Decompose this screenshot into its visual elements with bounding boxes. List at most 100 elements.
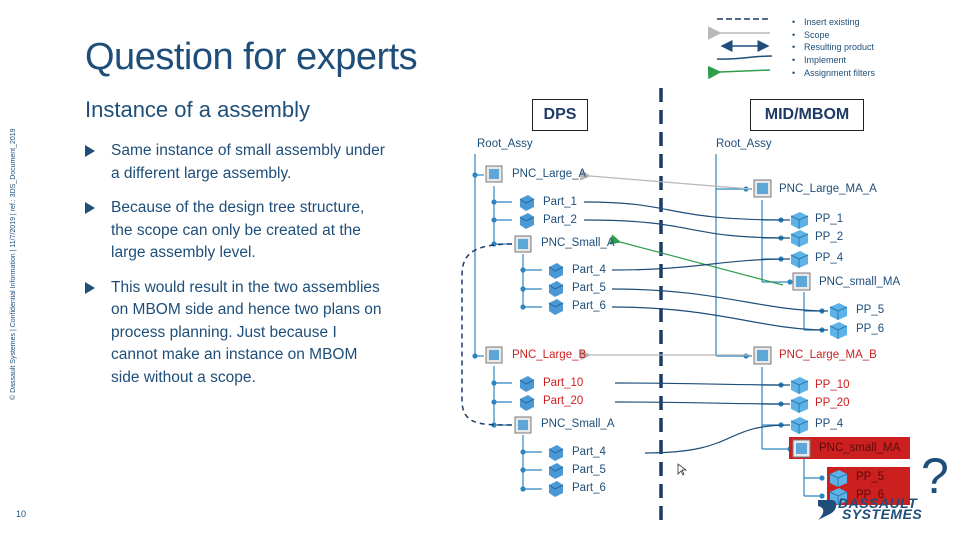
mbom-node-small-ma[interactable]: PNC_small_MA: [819, 442, 901, 454]
dps-node-small-a[interactable]: PNC_Small_A: [541, 418, 615, 430]
tree-dot: [819, 475, 825, 481]
mbom-node-pp-6[interactable]: PP_6: [856, 489, 885, 501]
dassault-logo-text: DASSAULT SYSTEMES: [816, 495, 922, 521]
part-icon: [548, 481, 564, 497]
process-part-icon: [790, 396, 809, 413]
mbom-node-large-ma-b[interactable]: PNC_Large_MA_B: [779, 349, 877, 361]
implement-link: [644, 424, 791, 454]
mbom-node-pp-10[interactable]: PP_10: [815, 379, 850, 391]
implement-link: [614, 382, 791, 386]
slide-subtitle: Instance of a assembly: [85, 97, 311, 122]
dps-tree-dots: [472, 172, 526, 492]
dps-node-large-b[interactable]: PNC_Large_B: [512, 349, 587, 361]
dps-header: DPS: [532, 99, 588, 131]
bullet-item: Because of the design tree structure, th…: [85, 197, 385, 265]
dps-icons: [485, 165, 564, 497]
logo-line: DASSAULT: [838, 495, 918, 511]
assignment-filter-arrow: [609, 234, 784, 286]
bullet-item: This would result in the two assemblies …: [85, 277, 385, 390]
bullet-text: Same instance of small assembly under a …: [111, 142, 385, 182]
process-part-icon: [829, 322, 848, 339]
part-icon: [548, 299, 564, 315]
dps-node-part-5[interactable]: Part_5: [572, 282, 606, 294]
implement-link: [611, 306, 829, 331]
part-icon: [548, 445, 564, 461]
tree-dot: [520, 467, 526, 473]
tree-dot: [520, 267, 526, 273]
page-number: 10: [16, 509, 27, 519]
dps-node-small-a[interactable]: PNC_Small_A: [541, 237, 615, 249]
dps-node-part-4[interactable]: Part_4: [572, 446, 606, 458]
legend-item: Scope: [792, 29, 875, 42]
dps-node-part-6[interactable]: Part_6: [572, 300, 606, 312]
bullet-item: Same instance of small assembly under a …: [85, 140, 385, 185]
assembly-icon: [753, 179, 772, 198]
implement-links: [583, 201, 829, 454]
assembly-icon: [792, 439, 811, 458]
mbom-node-pp-5[interactable]: PP_5: [856, 304, 885, 316]
process-part-icon: [829, 303, 848, 320]
mouse-cursor-icon: [677, 463, 688, 476]
assembly-icon: [514, 416, 532, 434]
implement-link: [611, 258, 791, 271]
tree-dot: [787, 279, 793, 285]
dps-node-large-a[interactable]: PNC_Large_A: [512, 168, 587, 180]
process-part-icon: [829, 470, 848, 487]
tree-dot: [472, 353, 478, 359]
assembly-icon: [753, 346, 772, 365]
bullet-arrow-icon: [85, 202, 95, 214]
implement-link: [583, 201, 791, 221]
bullet-arrow-icon: [85, 145, 95, 157]
mbom-root-label: Root_Assy: [716, 138, 772, 150]
mbom-node-pp-6[interactable]: PP_6: [856, 323, 885, 335]
process-part-icon: [790, 212, 809, 229]
assembly-icon: [485, 165, 503, 183]
dps-node-part-1[interactable]: Part_1: [543, 196, 577, 208]
tree-dot: [472, 172, 478, 178]
tree-dot: [491, 380, 497, 386]
legend-item: Resulting product: [792, 41, 875, 54]
dps-node-part-2[interactable]: Part_2: [543, 214, 577, 226]
dps-node-part-20[interactable]: Part_20: [543, 395, 584, 407]
assembly-icon: [792, 272, 811, 291]
bullet-text: This would result in the two assemblies …: [111, 278, 382, 386]
dps-node-part-6[interactable]: Part_6: [572, 482, 606, 494]
legend-item: Insert existing: [792, 16, 875, 29]
part-icon: [519, 395, 535, 411]
highlight-small-ma: [789, 437, 910, 459]
dps-node-part-10[interactable]: Part_10: [543, 377, 584, 389]
mbom-node-pp-4[interactable]: PP_4: [815, 418, 844, 430]
tree-dot: [520, 449, 526, 455]
part-icon: [519, 195, 535, 211]
tree-dot: [491, 422, 497, 428]
mbom-node-pp-2[interactable]: PP_2: [815, 231, 844, 243]
mbom-node-small-ma[interactable]: PNC_small_MA: [819, 276, 901, 288]
mbom-node-large-ma-a[interactable]: PNC_Large_MA_A: [779, 183, 877, 195]
dps-root-label: Root_Assy: [477, 138, 533, 150]
dps-node-part-4[interactable]: Part_4: [572, 264, 606, 276]
implement-link: [611, 288, 829, 312]
mbom-icons: [753, 179, 848, 505]
tree-dot: [520, 304, 526, 310]
process-part-icon: [790, 230, 809, 247]
insert-existing-dashed-curve: [461, 243, 513, 426]
assembly-icon: [485, 346, 503, 364]
tree-dot: [520, 286, 526, 292]
tree-dot: [819, 493, 825, 499]
dassault-logo-icon: [818, 500, 837, 520]
process-part-icon: [790, 417, 809, 434]
tree-dot: [491, 199, 497, 205]
dps-node-part-5[interactable]: Part_5: [572, 464, 606, 476]
legend-item: Implement: [792, 54, 875, 67]
mbom-node-pp-4[interactable]: PP_4: [815, 252, 844, 264]
process-part-icon: [790, 251, 809, 268]
mbom-node-pp-20[interactable]: PP_20: [815, 397, 850, 409]
tree-dot: [491, 217, 497, 223]
mbom-node-pp-5[interactable]: PP_5: [856, 471, 885, 483]
legend-item: Assignment filters: [792, 67, 875, 80]
mbom-node-pp-1[interactable]: PP_1: [815, 213, 844, 225]
mbom-header: MID/MBOM: [750, 99, 864, 131]
implement-link: [614, 401, 791, 405]
